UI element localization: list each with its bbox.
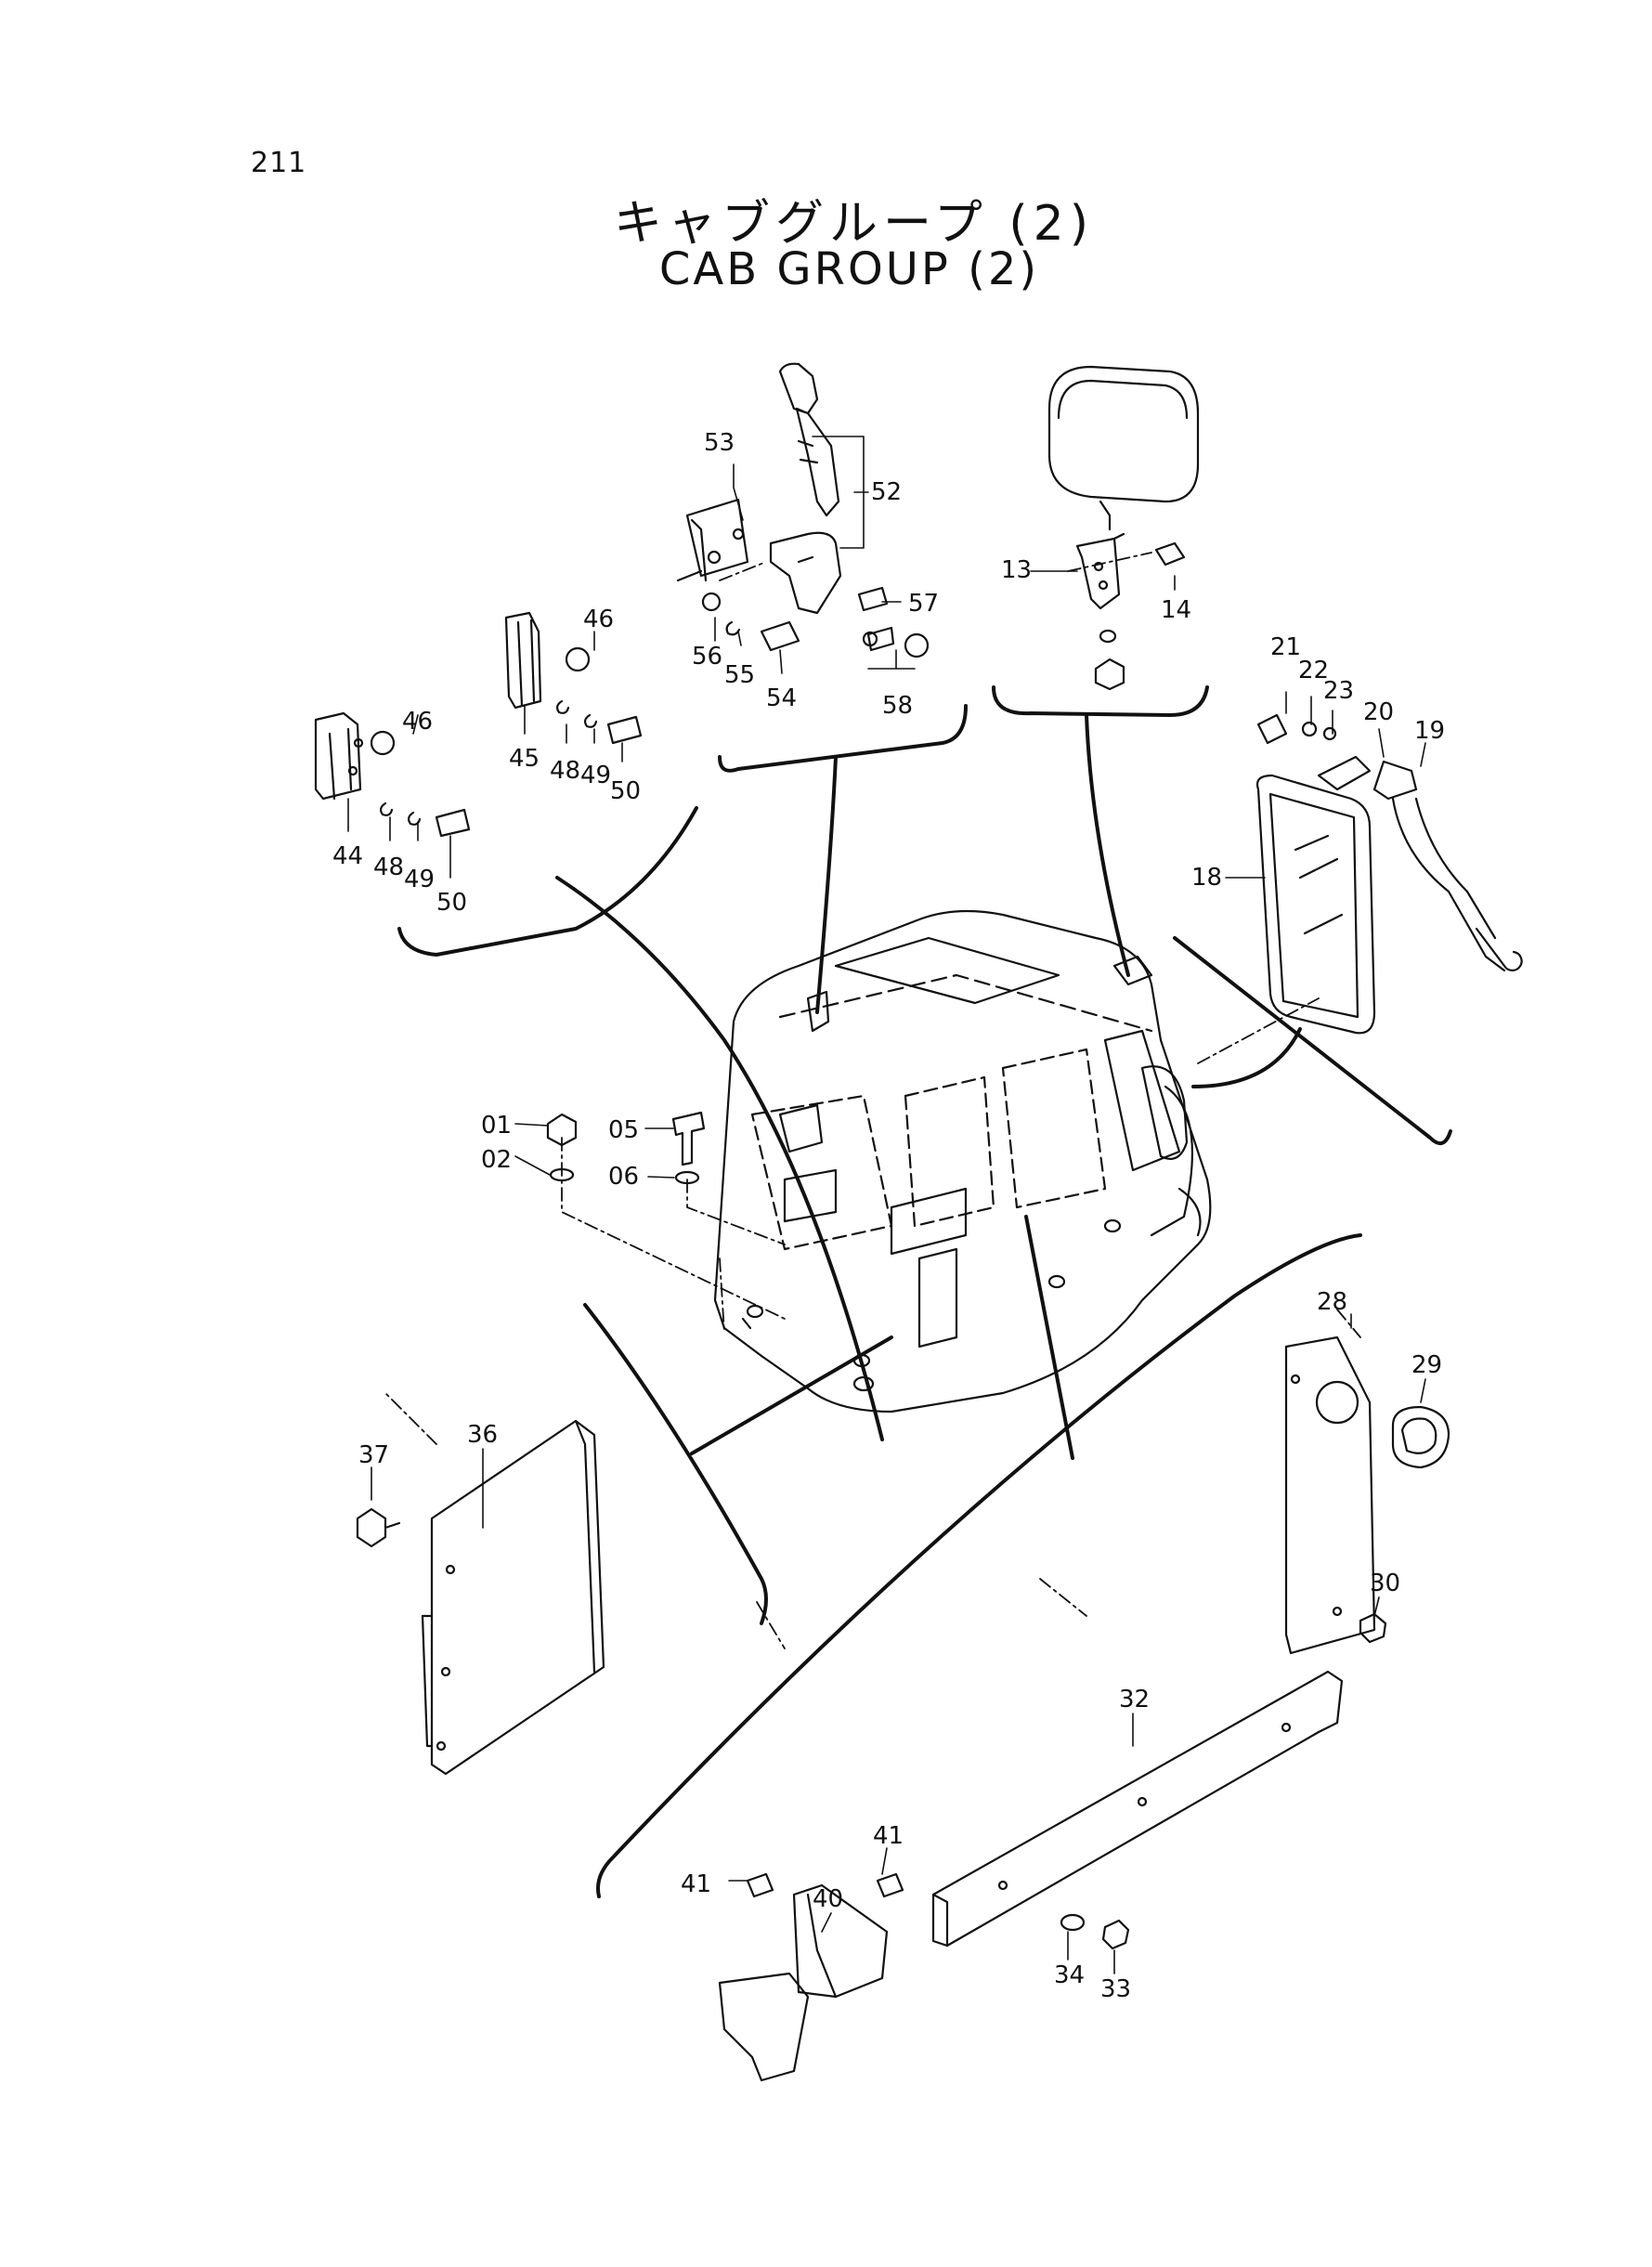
part-label-23: 23 bbox=[1323, 677, 1354, 705]
page-number: 211 bbox=[251, 147, 307, 179]
bracket-assembly-left bbox=[314, 611, 643, 838]
part-label-19: 19 bbox=[1414, 717, 1445, 745]
title-japanese: キャブグループ (2) bbox=[613, 196, 1095, 252]
side-mirror-assembly bbox=[1255, 713, 1523, 1035]
part-label-34: 34 bbox=[1054, 1961, 1085, 1989]
part-label-54: 54 bbox=[766, 684, 797, 712]
part-label-36: 36 bbox=[467, 1421, 498, 1449]
part-label-18: 18 bbox=[1191, 864, 1222, 892]
callout-curves bbox=[397, 685, 1452, 1898]
part-label-21: 21 bbox=[1270, 633, 1301, 661]
part-label-30: 30 bbox=[1370, 1570, 1400, 1597]
part-label-29: 29 bbox=[1411, 1351, 1442, 1379]
part-label-49-upper: 49 bbox=[580, 762, 611, 789]
part-label-32: 32 bbox=[1119, 1686, 1150, 1713]
part-label-50-upper: 50 bbox=[610, 777, 641, 805]
part-label-02: 02 bbox=[481, 1146, 512, 1174]
cover-plate-bottom bbox=[931, 1670, 1344, 1950]
part-label-06: 06 bbox=[608, 1163, 639, 1191]
part-label-46-upper: 46 bbox=[583, 606, 614, 633]
title-english: CAB GROUP (2) bbox=[658, 243, 1040, 295]
mounting-plate-right bbox=[1284, 1335, 1450, 1655]
part-label-56: 56 bbox=[692, 643, 722, 671]
dash-leaders bbox=[384, 552, 1361, 1649]
part-label-52: 52 bbox=[871, 478, 902, 506]
part-label-22: 22 bbox=[1298, 657, 1329, 684]
part-label-48-upper: 48 bbox=[550, 757, 580, 785]
part-label-44: 44 bbox=[332, 842, 363, 870]
lever-assembly bbox=[676, 362, 930, 658]
part-label-01: 01 bbox=[481, 1112, 512, 1140]
label-leaders bbox=[347, 436, 1426, 1974]
part-label-28: 28 bbox=[1317, 1288, 1347, 1316]
part-label-49-lower: 49 bbox=[404, 866, 435, 893]
cab-fasteners bbox=[546, 1111, 706, 1185]
part-label-50-lower: 50 bbox=[436, 889, 467, 917]
part-labels: 01 02 05 06 13 14 18 19 20 21 22 23 28 2… bbox=[332, 429, 1445, 2003]
cab-body bbox=[713, 909, 1212, 1414]
part-label-41-left: 41 bbox=[681, 1870, 711, 1898]
part-label-20: 20 bbox=[1363, 698, 1394, 726]
part-label-41-right: 41 bbox=[873, 1822, 904, 1850]
callout-leaders bbox=[555, 713, 1302, 1460]
part-label-45: 45 bbox=[509, 745, 540, 773]
bottom-bracket bbox=[718, 1872, 904, 2082]
part-label-33: 33 bbox=[1100, 1975, 1131, 2003]
part-label-48-lower: 48 bbox=[373, 853, 404, 881]
cover-panel-left bbox=[356, 1419, 605, 1776]
part-label-57: 57 bbox=[908, 590, 939, 618]
part-label-53: 53 bbox=[704, 429, 735, 457]
part-label-55: 55 bbox=[724, 661, 755, 689]
part-label-05: 05 bbox=[608, 1116, 639, 1144]
part-label-14: 14 bbox=[1161, 596, 1191, 624]
part-label-37: 37 bbox=[358, 1441, 389, 1469]
part-label-46-lower: 46 bbox=[402, 708, 433, 736]
mirror-assembly bbox=[1047, 365, 1200, 691]
part-label-58: 58 bbox=[882, 692, 913, 720]
part-label-40: 40 bbox=[813, 1885, 843, 1913]
part-label-13: 13 bbox=[1001, 556, 1032, 584]
